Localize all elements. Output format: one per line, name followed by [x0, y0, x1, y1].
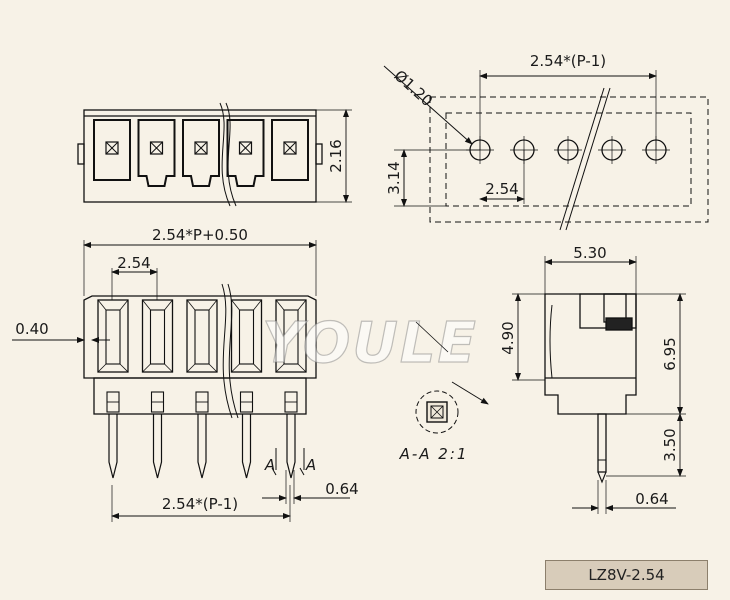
- section-detail: [415, 321, 489, 434]
- front-view-cavity: [186, 299, 218, 373]
- dim-front-width: 2.54*P+0.50: [152, 226, 248, 244]
- top-view-left-tab: [77, 143, 85, 165]
- top-view-right-tab: [315, 143, 323, 165]
- section-marker-left: A: [264, 456, 275, 474]
- section-marker-right: A: [305, 456, 316, 474]
- top-view-cells: [93, 119, 309, 187]
- top-view-cell: [137, 119, 176, 187]
- front-view-base: [93, 377, 307, 415]
- dim-hole-diameter: Ø1.20: [391, 66, 437, 110]
- contact-square: [283, 141, 297, 155]
- front-view-pin: [241, 414, 252, 479]
- pcb-outline-inner: [445, 112, 692, 207]
- contact-square: [238, 141, 253, 155]
- watermark-text: YOULE: [262, 311, 478, 376]
- dim-front-pin-width: 0.64: [325, 480, 358, 498]
- front-view-pin: [152, 414, 163, 479]
- top-view-cell: [182, 119, 220, 187]
- side-view-pin: [597, 413, 607, 473]
- dim-2-16: 2.16: [327, 139, 345, 172]
- dim-front-pin-span: 2.54*(P-1): [162, 495, 238, 513]
- dim-hole-pitch: 2.54: [485, 180, 518, 198]
- top-view-cell: [271, 119, 309, 181]
- front-view-pin: [197, 414, 207, 479]
- front-view-cavity: [275, 299, 307, 373]
- front-view-cavity: [230, 299, 263, 373]
- top-view-cell: [93, 119, 131, 181]
- dim-0-40: 0.40: [15, 320, 48, 338]
- pcb-layout-view: [383, 65, 709, 231]
- front-view-pin: [286, 414, 296, 479]
- dim-front-pitch: 2.54: [117, 254, 150, 272]
- side-view: [512, 256, 686, 514]
- contact-square: [194, 141, 208, 155]
- side-view-body: [544, 293, 637, 415]
- model-number-label: LZ8V-2.54: [545, 560, 708, 590]
- front-view: [12, 240, 350, 522]
- dim-side-pin-width: 0.64: [635, 490, 668, 508]
- contact-square: [149, 141, 164, 155]
- front-view-body: [83, 295, 317, 379]
- front-view-cavity: [97, 299, 129, 373]
- dim-3-50: 3.50: [661, 428, 679, 461]
- front-view-cells: [97, 299, 307, 373]
- dim-4-90: 4.90: [499, 321, 517, 354]
- dim-side-width: 5.30: [573, 244, 606, 262]
- front-view-pins: [106, 391, 298, 479]
- dim-3-14: 3.14: [385, 161, 403, 194]
- top-view-body: [83, 109, 317, 203]
- top-view: [77, 102, 352, 207]
- front-view-cavity: [141, 299, 174, 373]
- front-view-pin: [108, 414, 118, 479]
- contact-square: [105, 141, 119, 155]
- dim-6-95: 6.95: [661, 337, 679, 370]
- dim-pcb-pitch: 2.54*(P-1): [530, 52, 606, 70]
- pcb-holes: [466, 136, 670, 164]
- section-view-label: A-A 2:1: [399, 445, 469, 463]
- top-view-cell: [226, 119, 265, 187]
